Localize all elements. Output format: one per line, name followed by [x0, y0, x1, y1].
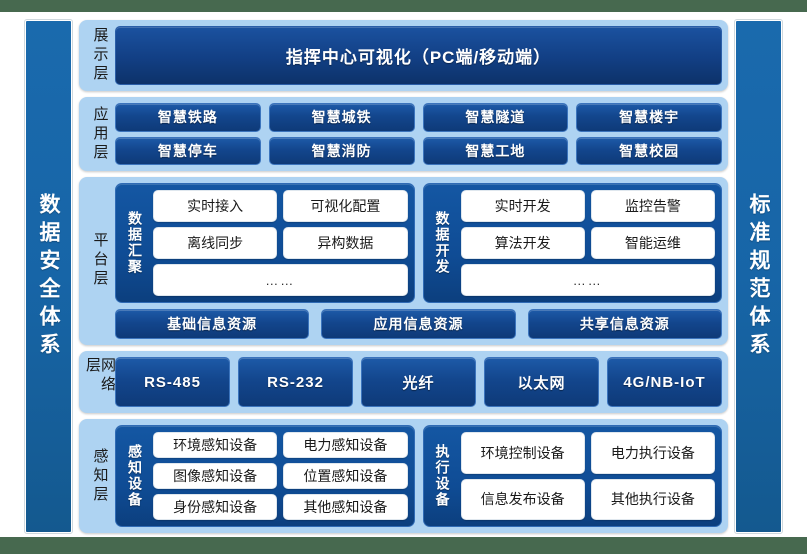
perception-actuating-grid: 环境控制设备 电力执行设备 信息发布设备 其他执行设备: [460, 432, 715, 520]
platform-groups: 数据汇聚 实时接入 可视化配置 离线同步 异构数据 ……: [115, 182, 722, 304]
resource-application-information[interactable]: 应用信息资源: [321, 309, 516, 340]
platform-group-data-development-title: 数据开发: [434, 210, 451, 275]
network-item-rs485[interactable]: RS-485: [115, 357, 230, 408]
perception-group-sensing-devices: 感知设备 环境感知设备 电力感知设备 图像感知设备 位置感知设备 身份感知设备 …: [115, 425, 415, 527]
perception-group-actuating-devices-title: 执行设备: [434, 444, 451, 509]
network-item-fiber[interactable]: 光纤: [361, 357, 476, 408]
perception-group-sensing-devices-title: 感知设备: [127, 444, 143, 509]
layer-presentation-label-wrap: 展示层: [85, 26, 115, 85]
perception-group-actuating-devices: 执行设备 环境控制设备 电力执行设备 信息发布设备 其他执行设备: [422, 425, 722, 527]
right-pillar-label: 标准规范体系: [747, 192, 770, 361]
layer-platform: 平台层 数据汇聚 实时接入 可视化配置 离线同步: [79, 176, 728, 346]
app-item-smart-metro[interactable]: 智慧城铁: [268, 103, 415, 132]
platform-item-monitoring-alarm[interactable]: 监控告警: [590, 189, 715, 222]
app-item-smart-construction-site[interactable]: 智慧工地: [422, 136, 569, 165]
platform-item-more-development[interactable]: ……: [460, 263, 715, 297]
layer-platform-body: 数据汇聚 实时接入 可视化配置 离线同步 异构数据 ……: [115, 182, 722, 340]
layer-presentation: 展示层 指挥中心可视化（PC端/移动端）: [79, 20, 728, 92]
layer-application: 应用层 智慧铁路 智慧城铁 智慧隧道 智慧楼宇 智慧停车 智慧消防 智慧工地 智…: [79, 97, 728, 171]
app-item-smart-campus[interactable]: 智慧校园: [576, 136, 722, 165]
layer-application-body: 智慧铁路 智慧城铁 智慧隧道 智慧楼宇 智慧停车 智慧消防 智慧工地 智慧校园: [115, 103, 722, 165]
network-item-ethernet[interactable]: 以太网: [484, 357, 599, 408]
platform-group-data-development: 数据开发 实时开发 监控告警 算法开发 智能运维 ……: [422, 182, 722, 304]
layer-perception-label-wrap: 感知层: [85, 425, 115, 527]
platform-item-intelligent-ops[interactable]: 智能运维: [590, 226, 715, 259]
layer-stack: 展示层 指挥中心可视化（PC端/移动端） 应用层 智慧铁路 智慧城铁 智慧隧道 …: [79, 20, 728, 533]
platform-group-data-aggregation: 数据汇聚 实时接入 可视化配置 离线同步 异构数据 ……: [115, 182, 415, 304]
command-center-banner[interactable]: 指挥中心可视化（PC端/移动端）: [115, 26, 722, 86]
perception-group-actuating-devices-title-wrap: 执行设备: [430, 432, 456, 520]
layer-presentation-label: 展示层: [91, 27, 109, 85]
app-item-smart-parking[interactable]: 智慧停车: [115, 136, 261, 165]
platform-item-realtime-development[interactable]: 实时开发: [460, 189, 585, 222]
actuating-item-other[interactable]: 其他执行设备: [590, 478, 715, 520]
perception-group-sensing-devices-title-wrap: 感知设备: [122, 432, 148, 520]
sensing-item-other[interactable]: 其他感知设备: [283, 494, 408, 520]
layer-network-label: 网络层: [84, 357, 116, 396]
platform-item-more-aggregation[interactable]: ……: [153, 263, 408, 297]
resource-shared-information[interactable]: 共享信息资源: [527, 309, 722, 340]
layer-application-label-wrap: 应用层: [85, 103, 115, 164]
sensing-item-power[interactable]: 电力感知设备: [283, 432, 408, 459]
platform-item-realtime-ingest[interactable]: 实时接入: [153, 189, 278, 222]
platform-group-data-development-title-wrap: 数据开发: [430, 190, 456, 296]
network-item-rs232[interactable]: RS-232: [238, 357, 353, 408]
layer-platform-label: 平台层: [91, 232, 109, 290]
layer-application-label: 应用层: [91, 105, 109, 163]
actuating-item-environment-control[interactable]: 环境控制设备: [460, 432, 585, 474]
actuating-item-info-release[interactable]: 信息发布设备: [460, 478, 585, 520]
platform-group-data-development-grid: 实时开发 监控告警 算法开发 智能运维 ……: [460, 189, 715, 297]
platform-resources: 基础信息资源 应用信息资源 共享信息资源: [115, 309, 722, 340]
app-item-smart-tunnel[interactable]: 智慧隧道: [422, 103, 569, 132]
application-grid: 智慧铁路 智慧城铁 智慧隧道 智慧楼宇 智慧停车 智慧消防 智慧工地 智慧校园: [115, 103, 722, 165]
left-pillar-data-security: 数据安全体系: [24, 19, 73, 534]
app-item-smart-railway[interactable]: 智慧铁路: [115, 103, 261, 132]
sensing-item-location[interactable]: 位置感知设备: [283, 463, 408, 490]
layer-network-label-wrap: 网络层: [84, 357, 116, 407]
app-item-smart-building[interactable]: 智慧楼宇: [576, 103, 722, 132]
platform-item-visual-config[interactable]: 可视化配置: [283, 189, 408, 222]
sensing-item-image[interactable]: 图像感知设备: [153, 463, 278, 490]
layer-perception-body: 感知设备 环境感知设备 电力感知设备 图像感知设备 位置感知设备 身份感知设备 …: [115, 425, 722, 527]
network-item-4g-nbiot[interactable]: 4G/NB-IoT: [607, 357, 722, 408]
platform-item-heterogeneous-data[interactable]: 异构数据: [283, 226, 408, 259]
diagram-frame: 数据安全体系 展示层 指挥中心可视化（PC端/移动端） 应用层: [24, 19, 783, 534]
platform-item-algorithm-development[interactable]: 算法开发: [460, 226, 585, 259]
app-item-smart-firefighting[interactable]: 智慧消防: [268, 136, 415, 165]
layer-network-body: RS-485 RS-232 光纤 以太网 4G/NB-IoT: [115, 357, 722, 408]
actuating-item-power-execution[interactable]: 电力执行设备: [590, 432, 715, 474]
layer-perception-label: 感知层: [91, 447, 109, 505]
sensing-item-environment[interactable]: 环境感知设备: [153, 432, 278, 459]
layer-perception: 感知层 感知设备 环境感知设备 电力感知设备 图像感知设备 位置感知设备: [79, 419, 728, 533]
platform-item-offline-sync[interactable]: 离线同步: [153, 226, 278, 259]
layer-network: 网络层 RS-485 RS-232 光纤 以太网 4G/NB-IoT: [79, 351, 728, 414]
platform-group-data-aggregation-title: 数据汇聚: [127, 210, 143, 275]
right-pillar-standard-specification: 标准规范体系: [734, 19, 783, 534]
sensing-item-identity[interactable]: 身份感知设备: [153, 494, 278, 520]
layer-platform-label-wrap: 平台层: [85, 183, 115, 339]
platform-group-data-aggregation-title-wrap: 数据汇聚: [122, 190, 148, 296]
resource-basic-information[interactable]: 基础信息资源: [115, 309, 310, 340]
perception-sensing-grid: 环境感知设备 电力感知设备 图像感知设备 位置感知设备 身份感知设备 其他感知设…: [153, 432, 408, 520]
network-grid: RS-485 RS-232 光纤 以太网 4G/NB-IoT: [115, 357, 722, 408]
layer-presentation-body: 指挥中心可视化（PC端/移动端）: [115, 26, 722, 86]
left-pillar-label: 数据安全体系: [37, 192, 60, 361]
platform-group-data-aggregation-grid: 实时接入 可视化配置 离线同步 异构数据 ……: [153, 189, 408, 297]
